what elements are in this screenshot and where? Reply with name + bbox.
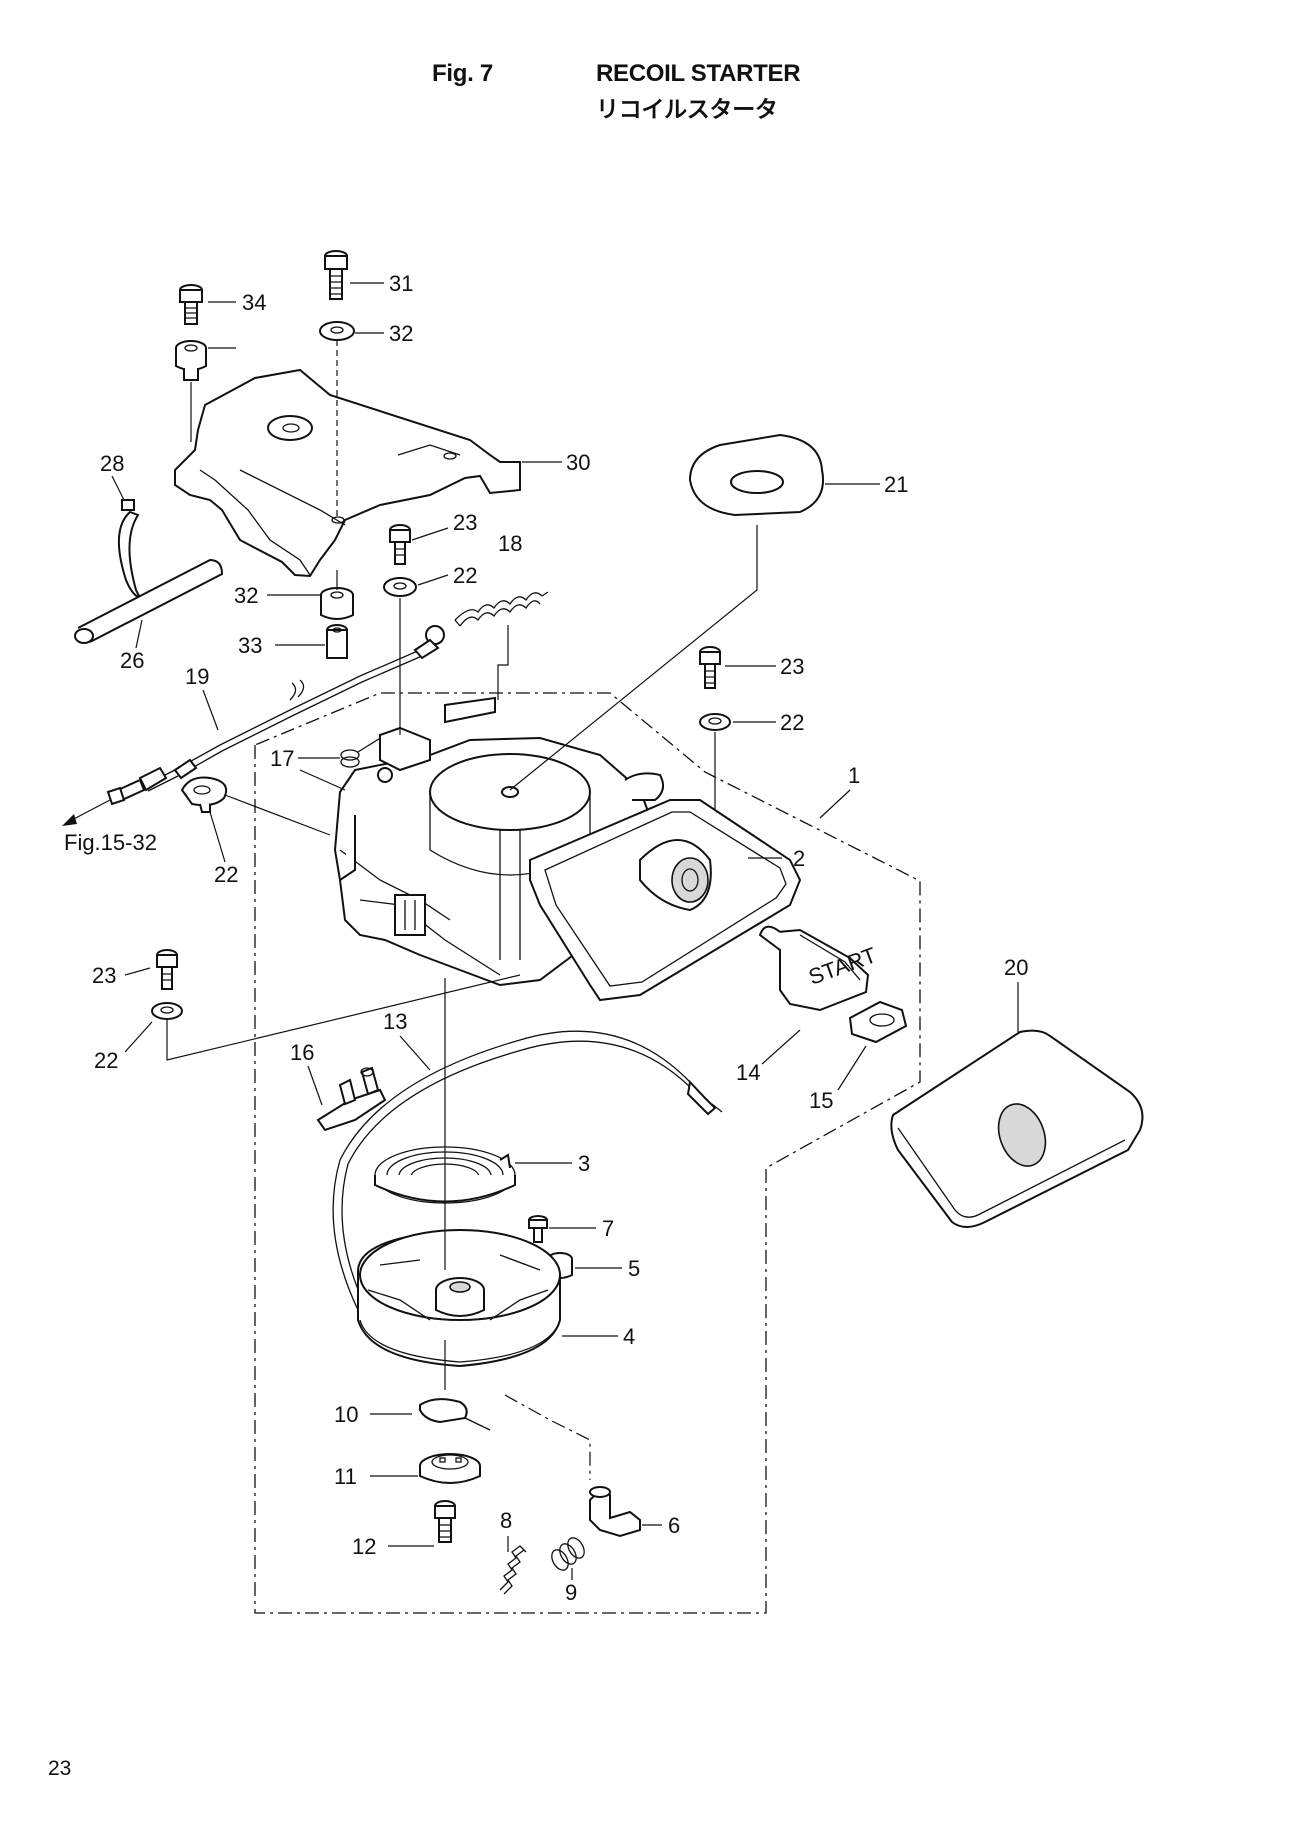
label-17: 17	[270, 746, 294, 771]
label-8: 8	[500, 1508, 512, 1533]
label-11: 11	[334, 1464, 357, 1489]
label-6: 6	[668, 1513, 680, 1538]
label-31: 32	[234, 583, 258, 608]
washer-23-left	[151, 1002, 183, 1020]
label-7: 7	[602, 1216, 614, 1241]
band-27	[117, 499, 143, 600]
bolt-24-left	[156, 949, 178, 990]
bolt-12	[434, 1500, 456, 1543]
label-14: 14	[736, 1060, 760, 1085]
plate-21	[688, 433, 824, 517]
tube-26	[74, 558, 224, 644]
figure-number: Fig. 7	[432, 60, 493, 87]
label-26: 26	[120, 648, 144, 673]
reel-4	[357, 1229, 561, 1368]
spring-18	[454, 591, 549, 627]
bolt-24-center	[389, 524, 411, 565]
cross-reference-arrow	[62, 799, 111, 826]
start-handle-14: START	[758, 925, 880, 1012]
label-12: 12	[352, 1534, 376, 1559]
cable-19	[106, 625, 445, 806]
label-9: 9	[565, 1580, 577, 1605]
label-16: 16	[290, 1040, 314, 1065]
label-15: 15	[809, 1088, 833, 1113]
bolt-33	[179, 284, 203, 325]
label-28: 30	[566, 450, 590, 475]
screw-7	[528, 1215, 548, 1243]
label-13: 13	[383, 1009, 407, 1034]
label-30: 32	[389, 321, 413, 346]
washer-23-right	[699, 713, 731, 731]
figure-title-japanese: リコイルスタータ	[596, 97, 778, 123]
guide-10	[419, 1398, 491, 1431]
label-18: 18	[498, 531, 522, 556]
assembly-boundary	[254, 692, 921, 1614]
plate-22	[180, 776, 228, 813]
bolt-29	[324, 250, 348, 300]
label-1: 1	[848, 763, 860, 788]
label-24-left: 23	[92, 963, 116, 988]
starter-case-panel	[529, 799, 802, 1002]
label-23-center: 22	[453, 563, 477, 588]
alignment-lines	[166, 340, 758, 1480]
retainer-11	[419, 1453, 481, 1484]
callouts: 34 31 32 28 30 21 23 18 22 32 33 26 19 2…	[64, 271, 1028, 1605]
rope-13	[332, 1030, 723, 1311]
collar-31	[320, 587, 354, 620]
label-19: 19	[185, 664, 209, 689]
label-29: 31	[389, 271, 413, 296]
clamp-16	[316, 1066, 387, 1132]
page-number: 23	[48, 1757, 72, 1780]
ratchet-6	[589, 1486, 641, 1538]
collar-34	[175, 340, 207, 381]
handle-insert-15	[848, 1000, 908, 1044]
label-24-center: 23	[453, 510, 477, 535]
label-33: 34	[242, 290, 266, 315]
label-5: 5	[628, 1256, 640, 1281]
collar-32	[326, 624, 348, 659]
label-4: 4	[623, 1324, 635, 1349]
cover-pad-20	[890, 1029, 1144, 1228]
cover-28	[174, 368, 521, 578]
cross-reference-label: Fig.15-32	[64, 830, 157, 855]
label-20: 20	[1004, 955, 1028, 980]
washer-30	[319, 321, 355, 341]
washer-23-center	[383, 577, 417, 597]
label-32: 33	[238, 633, 262, 658]
bolt-24-right	[699, 646, 721, 689]
label-27: 28	[100, 451, 124, 476]
label-22: 22	[214, 862, 238, 887]
figure-title: RECOIL STARTER	[596, 60, 801, 87]
label-10: 10	[334, 1402, 358, 1427]
spring-8	[499, 1545, 527, 1595]
label-23-right: 22	[780, 710, 804, 735]
label-21: 21	[884, 472, 908, 497]
label-2: 2	[793, 846, 805, 871]
spring-9	[551, 1537, 585, 1571]
label-24-right: 23	[780, 654, 804, 679]
label-23-left: 22	[94, 1048, 118, 1073]
label-3: 3	[578, 1151, 590, 1176]
